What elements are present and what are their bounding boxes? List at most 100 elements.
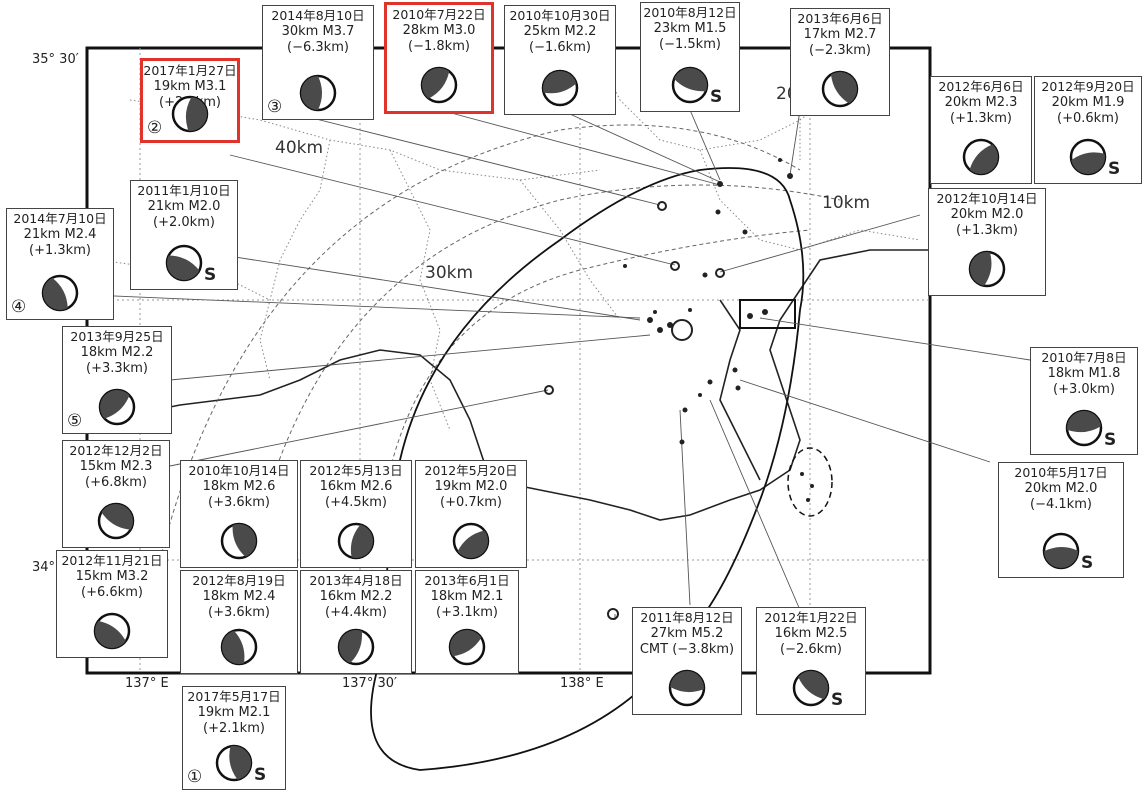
event-number-label: ① bbox=[187, 767, 203, 787]
epicentre-markers bbox=[623, 158, 814, 502]
event-date: 2012年10月14日 bbox=[936, 191, 1038, 206]
lon-label-right: 138° E bbox=[560, 676, 604, 691]
event-magnitude: M2.0 bbox=[188, 199, 221, 214]
event-magnitude: M2.2 bbox=[564, 24, 597, 39]
event-date: 2012年6月6日 bbox=[938, 79, 1024, 94]
event-date: 2012年12月2日 bbox=[69, 443, 163, 458]
event-magnitude: M2.2 bbox=[360, 589, 393, 604]
event-depth-offset: (−4.1km) bbox=[1030, 497, 1092, 512]
event-depth-magnitude: 20km M2.0 bbox=[999, 481, 1123, 497]
event-magnitude: M2.4 bbox=[64, 227, 97, 242]
event-depth-magnitude: 28km M3.0 bbox=[387, 23, 491, 39]
event-date: 2013年6月1日 bbox=[424, 573, 510, 588]
event-magnitude: M2.5 bbox=[815, 626, 848, 641]
event-symbol-s: S bbox=[1104, 430, 1117, 450]
focal-mechanism-icon bbox=[821, 70, 859, 108]
event-magnitude: M2.7 bbox=[844, 27, 877, 42]
event-symbol-s: S bbox=[710, 87, 723, 107]
lat-label-mid: 34° bbox=[32, 560, 56, 575]
event-date: 2011年1月10日 bbox=[137, 183, 231, 198]
study-region-outline bbox=[370, 167, 805, 771]
event-depth: 30km bbox=[281, 24, 319, 39]
distance-label-40km: 40km bbox=[275, 138, 324, 158]
focal-mechanism-icon bbox=[98, 388, 136, 426]
event-date: 2012年5月13日 bbox=[309, 463, 403, 478]
event-date: 2012年11月21日 bbox=[61, 553, 163, 568]
event-depth-offset: (+3.1km) bbox=[436, 605, 498, 620]
event-symbol-s: S bbox=[1108, 159, 1121, 179]
event-depth-magnitude: 30km M3.7 bbox=[263, 24, 373, 40]
event-depth-magnitude: 18km M2.2 bbox=[63, 345, 171, 361]
event-depth-offset: (+0.6km) bbox=[1057, 111, 1119, 126]
event-date: 2010年7月8日 bbox=[1041, 350, 1127, 365]
event-date: 2012年9月20日 bbox=[1041, 79, 1135, 94]
event-symbol-s: S bbox=[1081, 553, 1094, 573]
event-date: 2010年7月22日 bbox=[392, 7, 486, 22]
event-magnitude: M1.9 bbox=[1092, 95, 1125, 110]
event-date: 2010年8月12日 bbox=[643, 5, 737, 20]
focal-mechanism-icon bbox=[41, 274, 79, 312]
lon-label-mid: 137° 30′ bbox=[342, 676, 397, 691]
event-depth-offset: (+1.3km) bbox=[950, 111, 1012, 126]
distance-label-30km: 30km bbox=[425, 263, 474, 283]
event-magnitude: M2.3 bbox=[120, 459, 153, 474]
focal-mechanism-icon bbox=[1065, 409, 1103, 447]
event-date: 2010年5月17日 bbox=[1014, 465, 1108, 480]
distance-label-10km: 10km bbox=[822, 193, 871, 213]
event-depth-magnitude: 18km M2.1 bbox=[416, 589, 518, 605]
event-depth: 16km bbox=[319, 479, 357, 494]
event-depth-magnitude: 19km M2.0 bbox=[416, 479, 526, 495]
focal-mechanism-icon bbox=[93, 612, 131, 650]
focal-mechanism-icon bbox=[165, 244, 203, 282]
event-magnitude: M3.7 bbox=[322, 24, 355, 39]
event-number-label: ⑤ bbox=[67, 411, 83, 431]
event-depth-offset: (−2.3km) bbox=[809, 43, 871, 58]
lat-label-top: 35° 30′ bbox=[32, 52, 79, 67]
event-depth: 25km bbox=[523, 24, 561, 39]
event-depth: 20km bbox=[1051, 95, 1089, 110]
event-depth-magnitude: 19km M2.1 bbox=[183, 705, 285, 721]
focal-mechanism-icon bbox=[220, 522, 258, 560]
event-date: 2012年5月20日 bbox=[424, 463, 518, 478]
dashed-region bbox=[787, 447, 833, 517]
focal-mechanism-icon bbox=[968, 250, 1006, 288]
event-depth-offset: (+2.0km) bbox=[153, 215, 215, 230]
focal-mechanism-icon bbox=[668, 669, 706, 707]
focal-mechanism-icon bbox=[541, 69, 579, 107]
event-depth-offset: (−1.8km) bbox=[408, 39, 470, 54]
focal-mechanism-icon bbox=[337, 522, 375, 560]
event-date: 2013年4月18日 bbox=[309, 573, 403, 588]
event-symbol-s: S bbox=[204, 265, 217, 285]
event-depth-magnitude: 18km M2.6 bbox=[181, 479, 297, 495]
event-depth-magnitude: 16km M2.5 bbox=[757, 626, 865, 642]
focal-mechanism-icon bbox=[448, 628, 486, 666]
event-depth-offset: (+1.3km) bbox=[956, 223, 1018, 238]
event-depth-offset: (+1.3km) bbox=[29, 243, 91, 258]
event-magnitude: M5.2 bbox=[691, 626, 724, 641]
event-depth-magnitude: 23km M1.5 bbox=[641, 21, 739, 37]
focal-mechanism-icon bbox=[97, 502, 135, 540]
event-depth: 19km bbox=[153, 79, 191, 94]
event-depth: 20km bbox=[1024, 481, 1062, 496]
event-depth: 15km bbox=[75, 569, 113, 584]
event-depth: 21km bbox=[147, 199, 185, 214]
event-magnitude: M3.1 bbox=[194, 79, 227, 94]
epicentre-open-markers bbox=[544, 201, 725, 620]
event-date: 2014年7月10日 bbox=[13, 211, 107, 226]
event-symbol-s: S bbox=[254, 765, 267, 785]
event-depth-offset: (+3.0km) bbox=[1053, 382, 1115, 397]
event-depth-magnitude: 27km M5.2 bbox=[633, 626, 741, 642]
